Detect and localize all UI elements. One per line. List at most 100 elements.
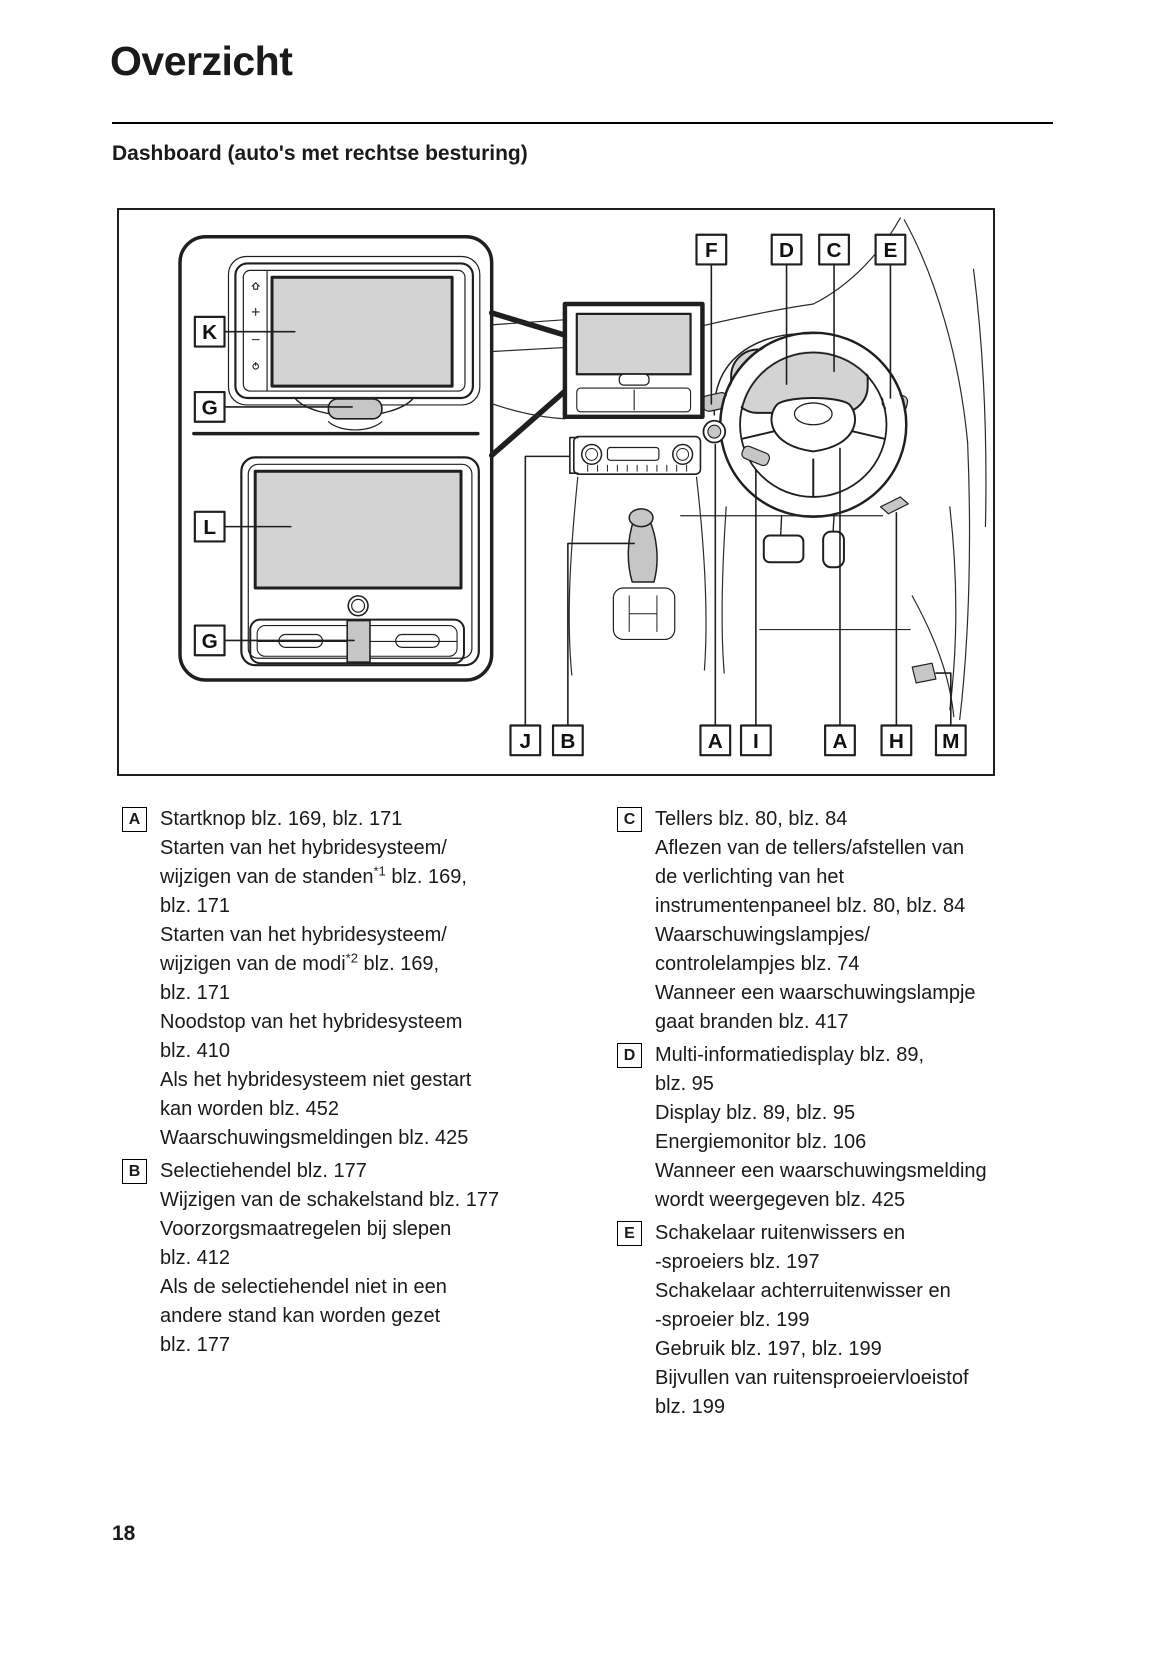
footnote-marker: *1 [373, 863, 386, 879]
section-lines: Schakelaar ruitenwissers en -sproeiers bl… [655, 1219, 969, 1422]
title-rule [112, 122, 1053, 124]
section-line: wijzigen van de standen*1 blz. 169, [160, 863, 471, 892]
svg-text:H: H [889, 730, 904, 753]
section-line: -sproeier blz. 199 [655, 1309, 810, 1331]
section-line: wordt weergegeven blz. 425 [655, 1189, 906, 1211]
screen-side-buttons [251, 282, 260, 370]
section-line: Starten van het hybridesysteem/ [160, 837, 447, 859]
svg-text:A: A [832, 730, 847, 753]
page-number: 18 [112, 1522, 136, 1545]
svg-text:G: G [202, 630, 218, 653]
svg-text:I: I [753, 730, 759, 753]
section-line: -sproeiers blz. 197 [655, 1251, 820, 1273]
svg-text:K: K [202, 321, 217, 344]
svg-text:D: D [779, 239, 794, 262]
svg-text:F: F [705, 239, 718, 262]
section-line: Wanneer een waarschuwingslampje [655, 982, 976, 1004]
svg-text:B: B [560, 730, 575, 753]
unlock-lever [741, 445, 771, 467]
svg-text:E: E [884, 239, 898, 262]
dashboard-diagram-svg: K G L G F D C E JB A I A H M [178, 217, 987, 757]
section-line: Waarschuwingslampjes/ [655, 924, 870, 946]
section-line: Voorzorgsmaatregelen bij slepen [160, 1218, 452, 1240]
section-line: Gebruik blz. 197, blz. 199 [655, 1338, 882, 1360]
diagram-label-J: J [509, 724, 542, 757]
section-line: blz. 199 [655, 1396, 726, 1418]
climate-control-panel [573, 435, 702, 475]
section-line: blz. 177 [160, 1334, 231, 1356]
diagram-label-M: M [934, 724, 967, 757]
page-title: Overzicht [110, 38, 293, 84]
section-line: andere stand kan worden gezet [160, 1305, 441, 1327]
diagram-label-C: C [818, 233, 850, 266]
diagram-label-F: F [695, 233, 728, 266]
section-line: Schakelaar ruitenwissers en [655, 1222, 906, 1244]
svg-text:M: M [942, 730, 959, 753]
connector [911, 662, 937, 684]
section-line: Als het hybridesysteem niet gestart [160, 1069, 472, 1091]
section-line: Bijvullen van ruitensproeiervloeistof [655, 1367, 969, 1389]
section-line: blz. 412 [160, 1247, 231, 1269]
diagram-label-H: H [880, 724, 913, 757]
page-subtitle: Dashboard (auto's met rechtse besturing) [112, 142, 528, 165]
pedals [762, 515, 845, 569]
section-label-box: D [617, 1043, 642, 1068]
leader-lines [223, 263, 952, 727]
section-line: instrumentenpaneel blz. 80, blz. 84 [655, 895, 966, 917]
section-line: Multi-informatiedisplay blz. 89, [655, 1044, 924, 1066]
footnote-marker: *2 [345, 950, 358, 966]
diagram-label-A: A [824, 724, 856, 757]
svg-text:L: L [203, 516, 216, 539]
inset-panel [178, 234, 494, 682]
section-line: blz. 410 [160, 1040, 231, 1062]
section-line: Startknop blz. 169, blz. 171 [160, 808, 403, 830]
dash-switch [879, 496, 909, 515]
dashboard-contours [492, 217, 987, 721]
screen-l [253, 469, 463, 590]
section-line: de verlichting van het [655, 866, 845, 888]
diagram-label-K: K [193, 315, 226, 348]
section-line: Selectiehendel blz. 177 [160, 1160, 367, 1182]
section-label-box: B [122, 1159, 147, 1184]
svg-text:A: A [708, 730, 723, 753]
center-screen [575, 312, 692, 376]
diagram-label-G: G [193, 390, 226, 423]
bracket-j [569, 436, 579, 474]
section-line: Wijzigen van de schakelstand blz. 177 [160, 1189, 500, 1211]
section-line: blz. 95 [655, 1073, 714, 1095]
diagram-label-L: L [193, 510, 226, 543]
diagram-label-D: D [770, 233, 803, 266]
section-line: controlelampjes blz. 74 [655, 953, 860, 975]
section-line: Energiemonitor blz. 106 [655, 1131, 867, 1153]
section-line: Schakelaar achterruitenwisser en [655, 1280, 951, 1302]
button-g-bottom [346, 619, 371, 663]
diagram-label-G: G [193, 624, 226, 657]
section-line: Starten van het hybridesysteem/ [160, 924, 447, 946]
infotainment-unit [562, 301, 705, 420]
section-line: Aflezen van de tellers/afstellen van [655, 837, 965, 859]
section-line: Als de selectiehendel niet in een [160, 1276, 447, 1298]
section-line: Wanneer een waarschuwingsmelding [655, 1160, 987, 1182]
section-line: gaat branden blz. 417 [655, 1011, 849, 1033]
section-line: Waarschuwingsmeldingen blz. 425 [160, 1127, 469, 1149]
svg-text:G: G [202, 396, 218, 419]
section-line: wijzigen van de modi*2 blz. 169, [160, 950, 471, 979]
section-line: kan worden blz. 452 [160, 1098, 340, 1120]
section-line-text: wijzigen van de standen [160, 866, 374, 888]
section-label-box: C [617, 807, 642, 832]
button-g-top [327, 398, 383, 420]
gear-shifter [612, 508, 676, 641]
